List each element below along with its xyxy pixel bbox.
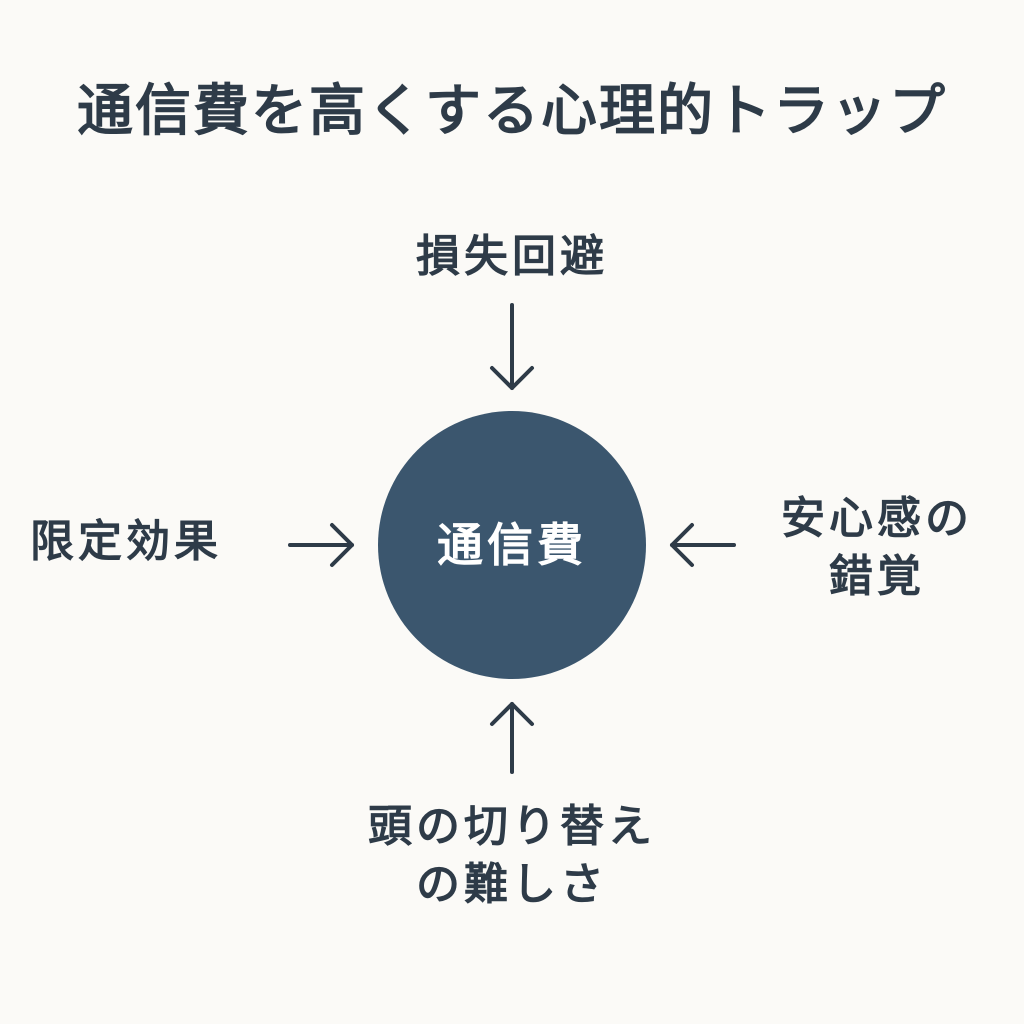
diagram-title: 通信費を高くする心理的トラップ [77, 79, 947, 144]
factor-illusion-of-security: 安心感の 錯覚 [752, 490, 1002, 606]
factor-bottom-line-1: 頭の切り替え [368, 801, 656, 852]
arrow-top-to-center [490, 303, 534, 390]
factor-bottom-line-2: の難しさ [416, 859, 608, 910]
center-circle [378, 411, 646, 679]
factor-right-line-1: 安心感の [781, 493, 973, 544]
arrow-right-to-center [670, 523, 736, 567]
factor-left-label: 限定効果 [30, 516, 222, 567]
factor-right-line-2: 錯覚 [829, 551, 925, 602]
factor-difficulty-switching: 頭の切り替え の難しさ [312, 798, 712, 914]
factor-loss-aversion: 損失回避 [312, 228, 712, 286]
factor-top-label: 損失回避 [416, 231, 608, 282]
arrow-left-to-center [288, 523, 354, 567]
center-label: 通信費 [437, 518, 587, 572]
factor-limited-effect: 限定効果 [30, 513, 290, 571]
arrow-bottom-to-center [490, 702, 534, 774]
